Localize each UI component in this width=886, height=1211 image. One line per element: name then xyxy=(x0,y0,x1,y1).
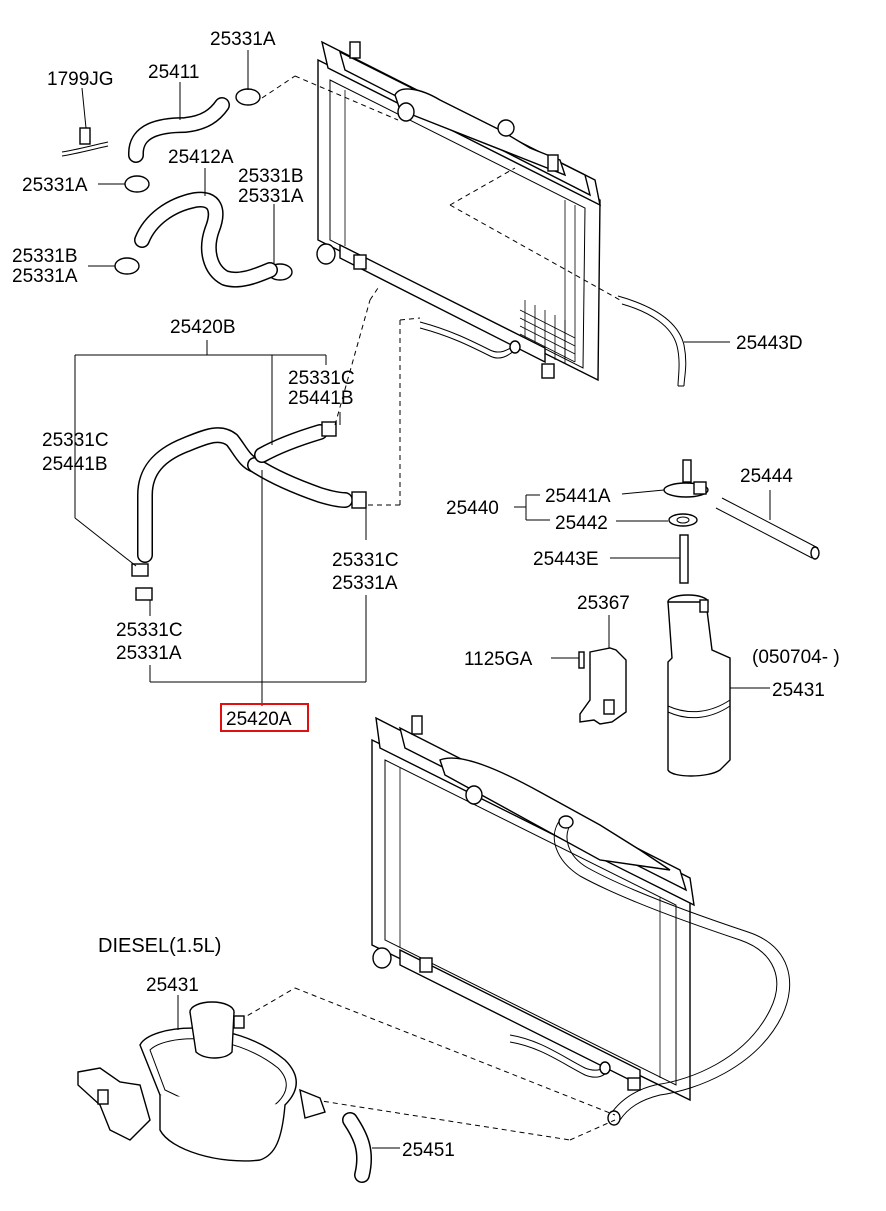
label-25440: 25440 xyxy=(446,498,499,519)
bracket-25367 xyxy=(551,615,627,725)
hose-25444 xyxy=(715,490,820,560)
label-25431-right: 25431 xyxy=(772,680,825,701)
label-25443D: 25443D xyxy=(736,333,803,354)
hose-25412A xyxy=(134,191,278,288)
bracket-25420A xyxy=(149,470,367,706)
label-25331C-mid: 25331C xyxy=(332,550,399,571)
hose-25411 xyxy=(128,97,230,163)
label-25331A-bot: 25331A xyxy=(116,643,182,664)
label-25431-bottom: 25431 xyxy=(146,975,199,996)
label-25331A-left: 25331A xyxy=(22,175,88,196)
bottom-radiator xyxy=(371,715,791,1126)
bracket-25420B xyxy=(74,340,341,567)
label-25443E: 25443E xyxy=(533,549,599,570)
hose-25451 xyxy=(342,1112,400,1183)
part-labels: 25331A 1799JG 25411 25331A 25412A 25331B… xyxy=(12,29,840,1161)
label-diesel: DIESEL(1.5L) xyxy=(98,935,221,957)
label-1799JG: 1799JG xyxy=(47,69,114,90)
label-25331C-left: 25331C xyxy=(42,430,109,451)
label-25331A-mid2: 25331A xyxy=(332,573,398,594)
label-25441A: 25441A xyxy=(545,486,611,507)
label-25420A[interactable]: 25420A xyxy=(226,709,292,730)
highlight-box-25420A xyxy=(220,703,309,732)
label-25331C-bot: 25331C xyxy=(116,620,183,641)
label-25441B-right: 25441B xyxy=(288,388,354,409)
label-25331A-left2: 25331A xyxy=(12,266,78,287)
leader-lines xyxy=(81,50,730,343)
dashed-guides-bottom xyxy=(239,987,616,1141)
label-25331C-right: 25331C xyxy=(288,368,355,389)
label-25367: 25367 xyxy=(577,593,630,614)
dashed-guides-mid xyxy=(334,284,421,506)
diesel-reservoir-25431 xyxy=(77,995,326,1162)
label-25412A: 25412A xyxy=(168,147,234,168)
label-050704: (050704- ) xyxy=(752,647,840,668)
clamps-25420 xyxy=(131,421,367,601)
overflow-line xyxy=(419,321,521,359)
reservoir-25431 xyxy=(667,594,770,777)
label-25331A-mid: 25331A xyxy=(238,186,304,207)
label-25411: 25411 xyxy=(148,62,199,83)
cap-assembly-25440 xyxy=(514,459,709,584)
label-25442: 25442 xyxy=(555,513,608,534)
label-25420B: 25420B xyxy=(170,317,236,338)
label-25331A-top: 25331A xyxy=(210,29,276,50)
label-25441B-left: 25441B xyxy=(42,454,108,475)
label-25331B-left: 25331B xyxy=(12,246,78,267)
hose-25420-right xyxy=(247,424,353,508)
dashed-guides-top xyxy=(261,75,621,301)
clamp-1799JG xyxy=(61,127,109,157)
label-25331B-mid: 25331B xyxy=(238,166,304,187)
top-radiator xyxy=(316,40,601,382)
label-1125GA: 1125GA xyxy=(464,649,533,670)
label-25451: 25451 xyxy=(402,1140,455,1161)
label-25444: 25444 xyxy=(740,466,793,487)
hose-25443D xyxy=(617,295,687,387)
hose-25420-left xyxy=(137,427,263,563)
